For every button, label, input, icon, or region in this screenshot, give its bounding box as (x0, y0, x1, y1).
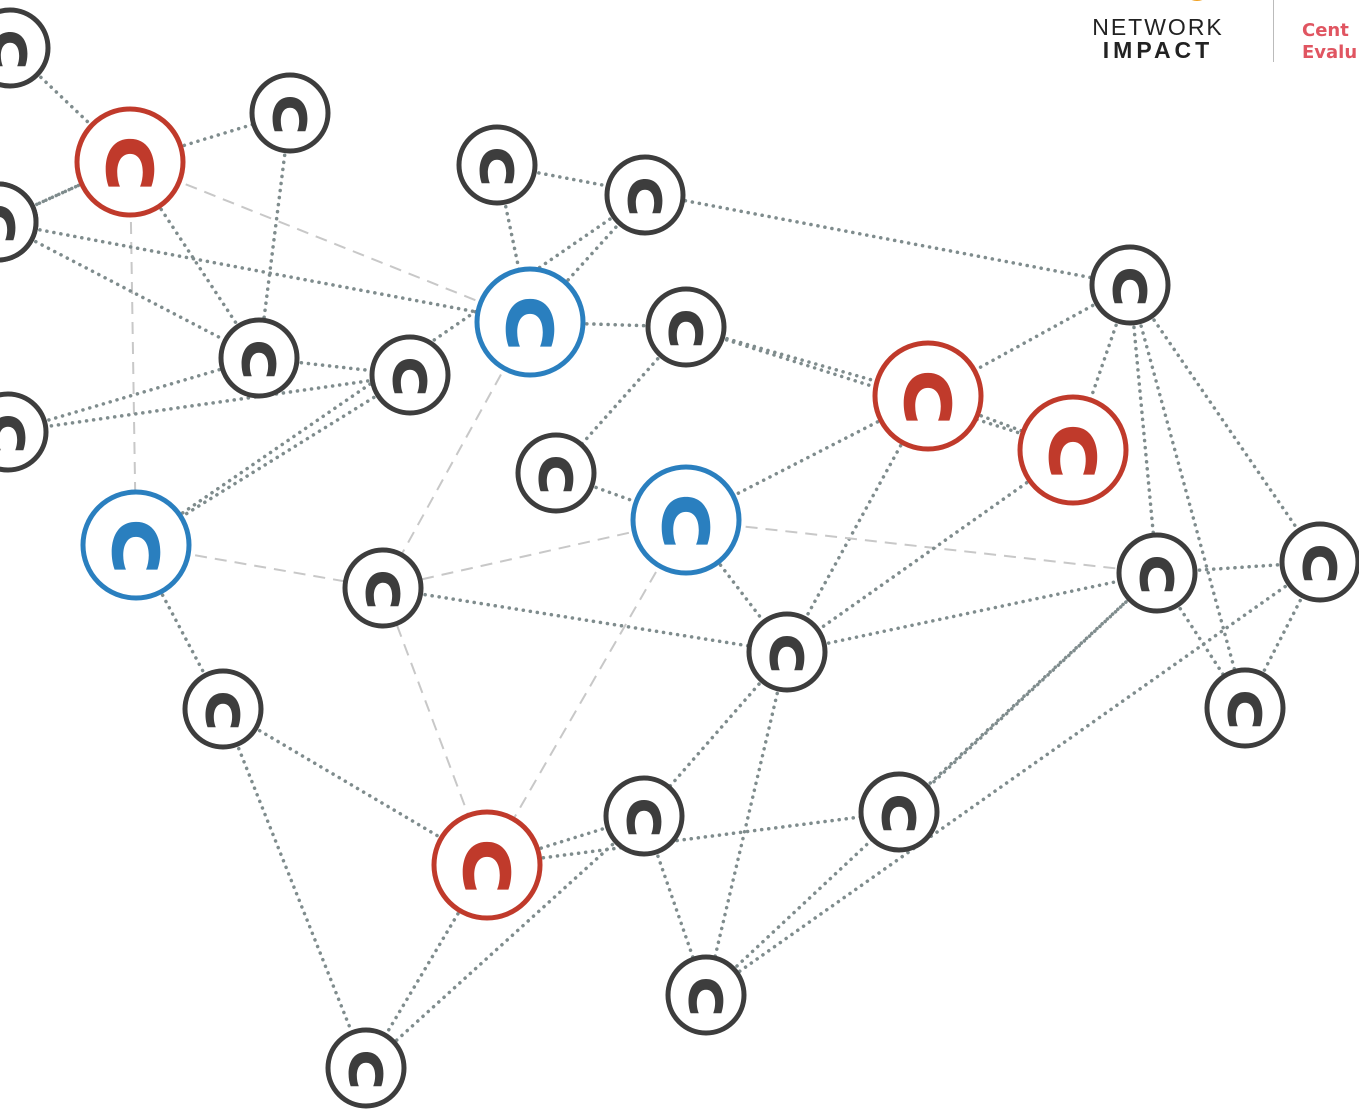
person-icon (1048, 426, 1098, 475)
edge-dashed-n18-n26 (486, 519, 687, 866)
nodes-layer (0, 7, 1359, 1109)
person-icon (881, 795, 917, 831)
node-dark-n11 (1089, 244, 1171, 326)
logo-side-text-1: Cent (1302, 20, 1349, 41)
edge-dashed-n18-n23 (685, 519, 1158, 574)
person-icon (479, 148, 515, 184)
node-dark-n22 (746, 611, 828, 693)
person-icon (1139, 556, 1175, 592)
logo-divider (1273, 0, 1274, 62)
person-icon (505, 298, 555, 347)
person-icon (205, 692, 241, 728)
person-icon (392, 358, 428, 394)
node-red-n17 (872, 340, 984, 452)
node-dark-n24 (1204, 667, 1286, 749)
logo-side-text-2: Evalu (1302, 42, 1358, 63)
edge-dotted-n3-n9 (257, 111, 292, 360)
person-icon (348, 1051, 384, 1087)
node-red-n26 (431, 809, 543, 921)
person-icon (1112, 268, 1148, 304)
edge-dashed-n16-n18 (382, 519, 687, 589)
edge-dotted-n16-n22 (381, 586, 789, 654)
edge-dotted-n26-n25 (485, 810, 901, 867)
node-dark-n6 (456, 124, 538, 206)
person-icon (1302, 545, 1338, 581)
node-dark-n5 (0, 181, 39, 263)
logo-word-impact: IMPACT (1102, 37, 1214, 63)
person-icon (688, 978, 724, 1014)
node-dark-n13 (515, 432, 597, 514)
node-dark-n12 (369, 334, 451, 416)
edge-dotted-n11-n24 (1128, 283, 1247, 710)
edge-dotted-n14-n9 (6, 356, 261, 434)
person-icon (272, 96, 308, 132)
node-dark-n9 (218, 317, 300, 399)
edge-dashed-n2-n15 (129, 161, 137, 546)
node-dark-n23 (1116, 532, 1198, 614)
edge-dotted-n20-n27 (704, 560, 1322, 997)
person-icon (661, 496, 711, 545)
person-icon (1227, 691, 1263, 727)
person-icon (0, 415, 26, 451)
edge-dotted-n22-n27 (704, 650, 789, 997)
node-dark-n8 (604, 154, 686, 236)
network-impact-logo: NETWORK IMPACT Cent Evalu (1040, 0, 1359, 70)
person-icon (462, 841, 512, 890)
node-blue-n15 (80, 489, 192, 601)
node-dark-n14 (0, 391, 49, 473)
logo-mark-icon (1191, 0, 1203, 1)
node-red-n19 (1017, 394, 1129, 506)
person-icon (0, 31, 28, 67)
edge-dotted-n7-n10 (528, 320, 688, 329)
node-dark-n16 (342, 547, 424, 629)
edge-dotted-n5-n7 (0, 220, 532, 324)
edge-dotted-n19-n22 (785, 448, 1075, 654)
edge-dotted-n5-n9 (0, 221, 261, 360)
edge-dotted-n25-n23 (897, 571, 1159, 814)
edge-dotted-n28-n29 (364, 814, 646, 1070)
node-blue-n7 (474, 266, 586, 378)
person-icon (769, 635, 805, 671)
edge-dotted-n21-n29 (221, 707, 368, 1070)
person-icon (626, 799, 662, 835)
edge-dotted-n6-n11 (495, 163, 1132, 287)
person-icon (538, 456, 574, 492)
edge-dotted-n11-n20 (1128, 283, 1322, 564)
node-dark-n3 (249, 72, 331, 154)
edge-dotted-n11-n23 (1128, 283, 1159, 575)
person-icon (903, 372, 953, 421)
node-red-n2 (74, 106, 186, 218)
person-icon (105, 138, 155, 187)
node-dark-n29 (325, 1027, 407, 1109)
node-dark-n27 (665, 954, 747, 1036)
edge-dotted-n22-n23 (785, 571, 1159, 654)
node-dark-n28 (603, 775, 685, 857)
person-icon (0, 206, 16, 241)
person-icon (241, 341, 277, 377)
logo-word-network: NETWORK (1092, 14, 1224, 40)
node-dark-n25 (858, 771, 940, 853)
person-icon (111, 521, 161, 570)
node-blue-n18 (630, 464, 742, 576)
node-dark-n21 (182, 668, 264, 750)
node-dark-n20 (1279, 521, 1359, 603)
edge-dashed-n2-n7 (129, 161, 531, 323)
person-icon (365, 571, 401, 607)
person-icon (668, 310, 704, 346)
node-dark-n10 (645, 286, 727, 368)
edge-dotted-n12-n14 (6, 373, 412, 434)
node-dark-n1 (0, 7, 51, 89)
person-icon (627, 178, 663, 214)
